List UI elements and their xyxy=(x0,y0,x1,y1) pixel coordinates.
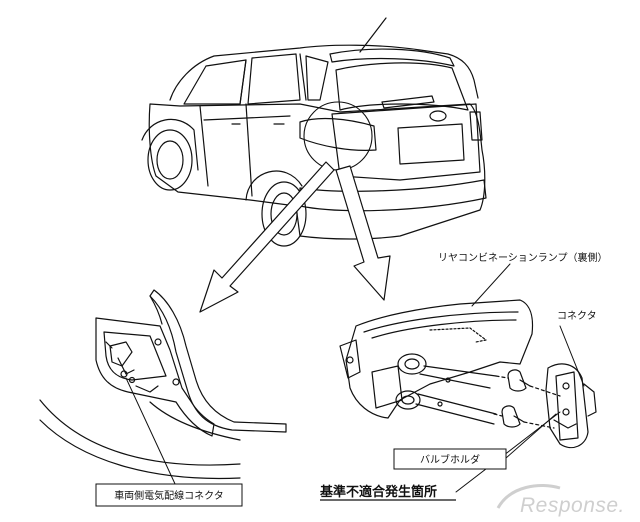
watermark-text: Response. xyxy=(520,494,625,517)
label-bulb-holder: バルブホルダ xyxy=(420,453,480,466)
response-watermark: Response. xyxy=(496,484,625,517)
arrow-to-body-detail xyxy=(199,161,335,313)
label-body-connector: 車両側電気配線コネクタ xyxy=(114,489,224,502)
label-connector: コネクタ xyxy=(557,310,597,322)
leader-lamp-back xyxy=(471,263,511,307)
leader-connector xyxy=(559,325,585,387)
suv-rear-view xyxy=(141,17,487,247)
body-panel-detail xyxy=(39,289,287,480)
label-nonconformity: 基準不適合発生箇所 xyxy=(319,484,437,500)
label-body-connector-box: 車両側電気配線コネクタ xyxy=(95,483,243,507)
label-lamp-back: リヤコンビネーションランプ（裏側） xyxy=(438,251,608,264)
callout-arrows xyxy=(199,161,391,313)
label-nonconformity-group: 基準不適合発生箇所 xyxy=(319,484,456,501)
lamp-back-detail xyxy=(339,299,597,449)
leader-body-connector xyxy=(125,377,177,487)
label-bulb-holder-box: バルブホルダ xyxy=(393,448,507,470)
arrow-to-lamp-detail xyxy=(335,165,391,301)
watermark-swoosh-icon xyxy=(496,484,561,509)
leader-nonconformity xyxy=(455,411,561,493)
